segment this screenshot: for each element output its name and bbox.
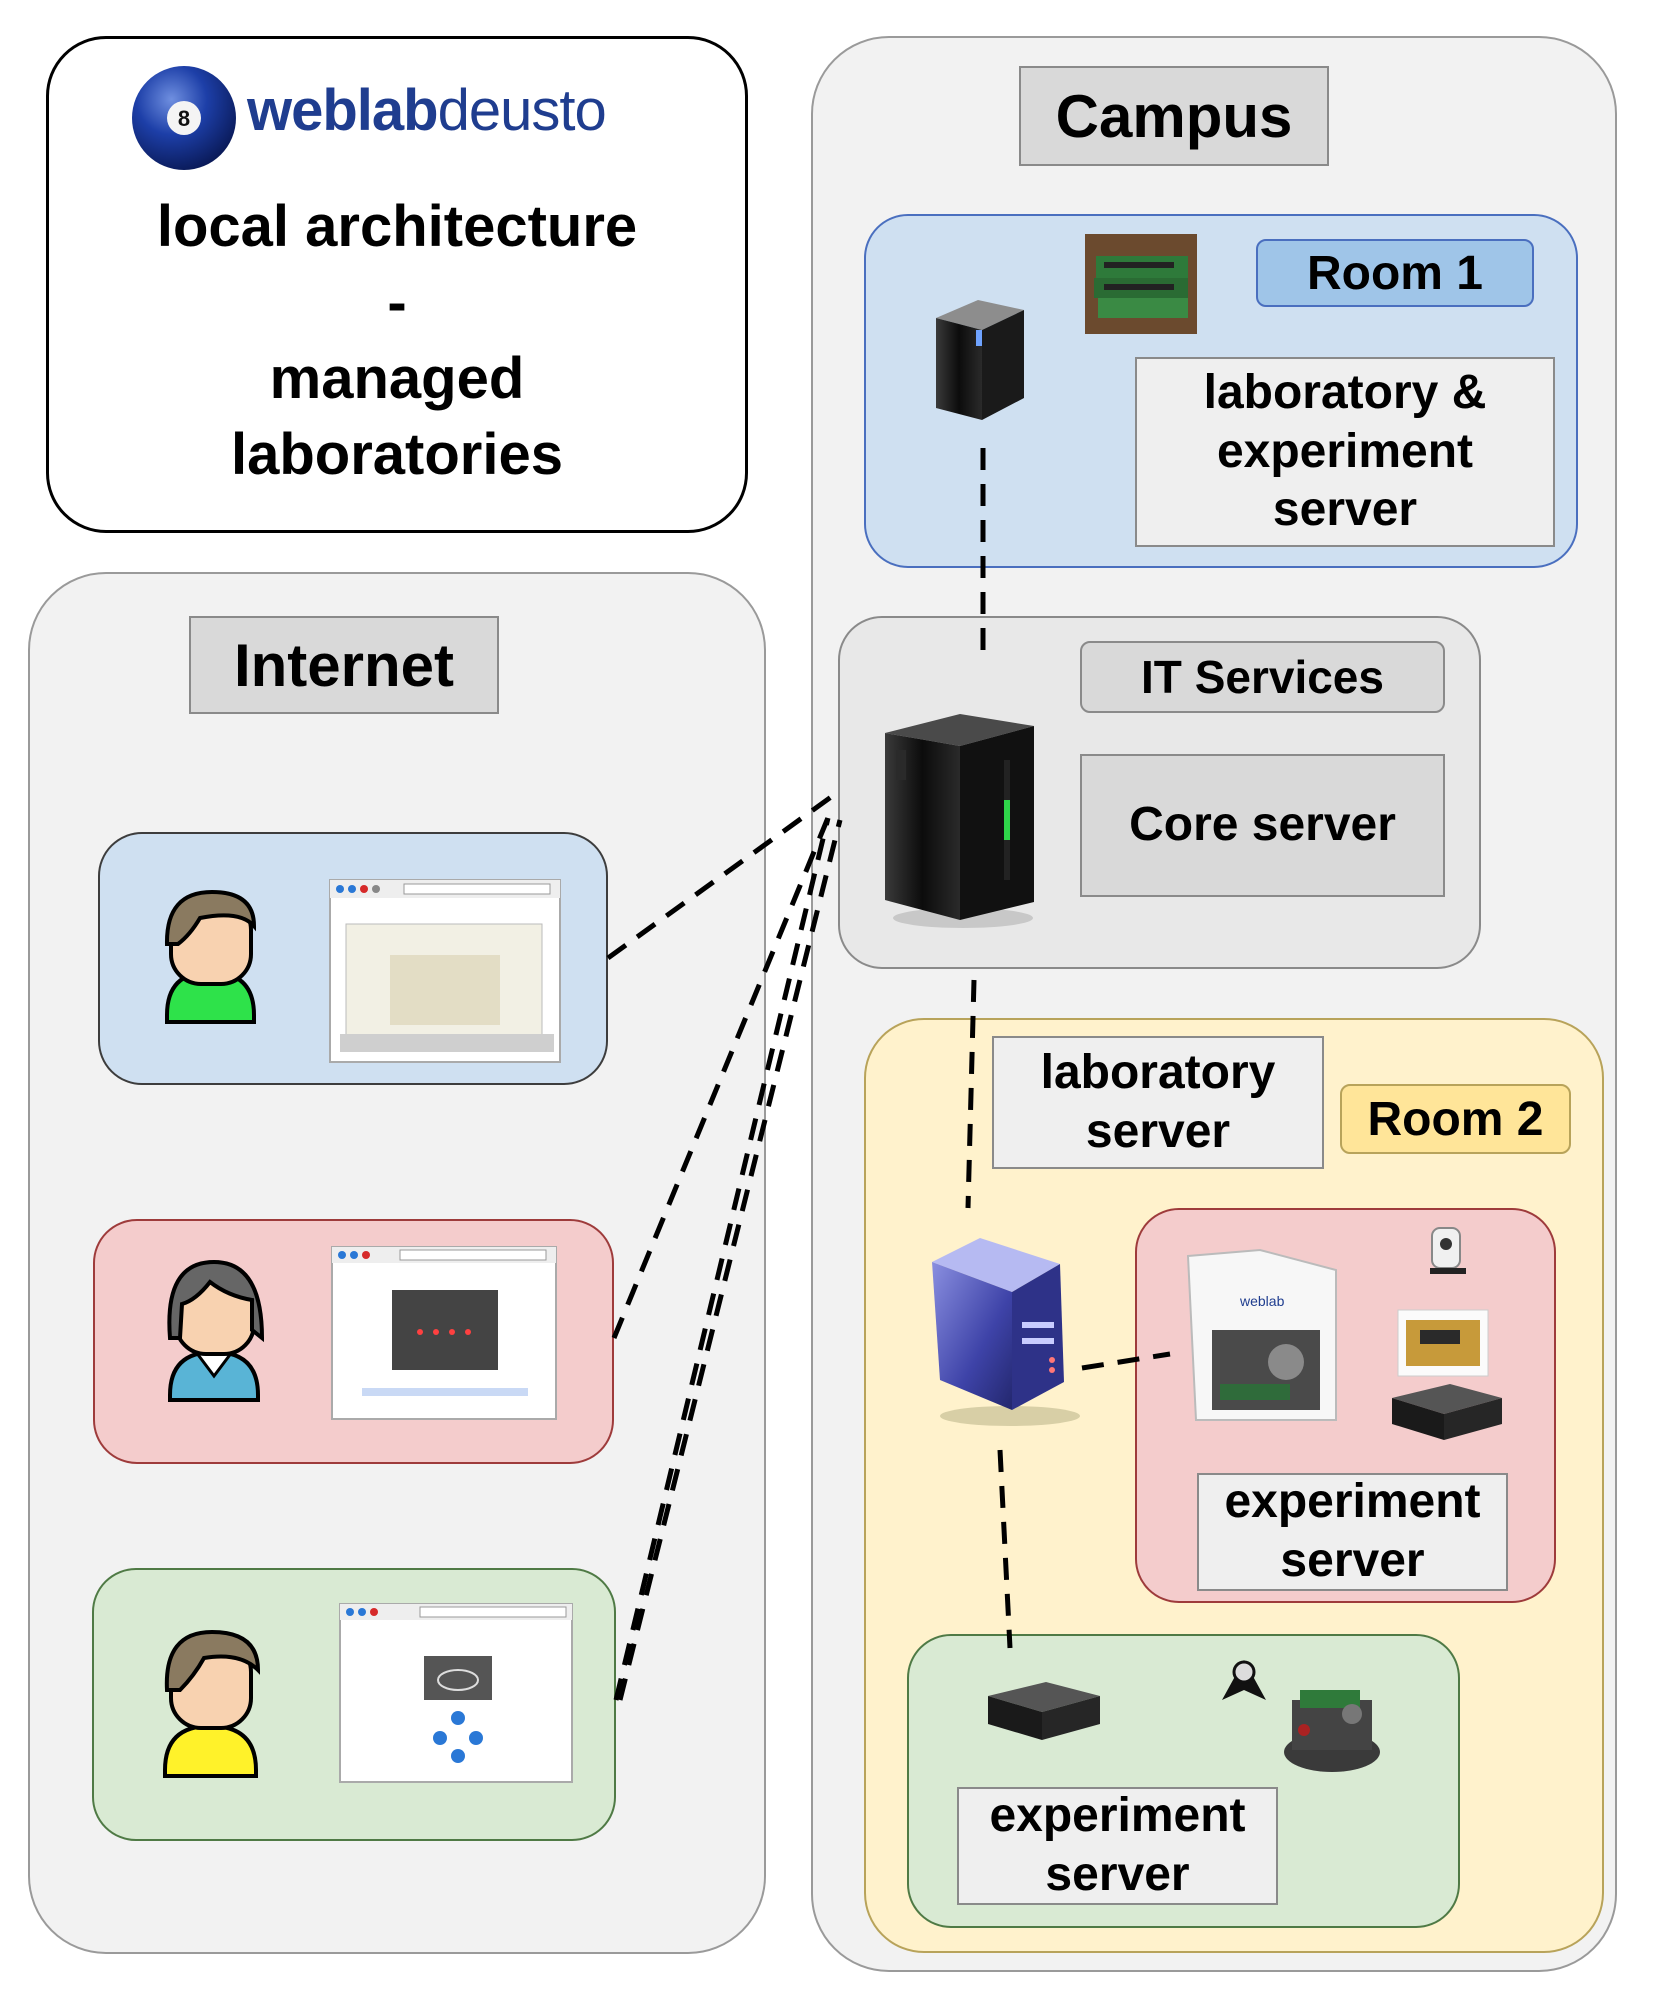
lab-server-label: laboratory server — [992, 1036, 1324, 1169]
tower-server-icon — [936, 300, 1024, 420]
router-box-icon — [1392, 1384, 1502, 1440]
it-services-label: IT Services — [1080, 641, 1445, 713]
camera-icon — [1222, 1660, 1266, 1700]
browser-screenshot-2 — [331, 1246, 557, 1420]
internet-label: Internet — [189, 616, 499, 714]
user-blue-shirt-icon — [167, 1259, 265, 1402]
title-box: 8 weblabdeusto local architecture - mana… — [46, 36, 748, 533]
title-line-1: local architecture — [156, 194, 638, 259]
logo-text-prefix: weblab — [247, 78, 439, 143]
link-labserver-exp-a — [1081, 1351, 1171, 1371]
link-labserver-exp-b — [997, 1449, 1013, 1649]
eight-ball-icon: 8 — [132, 66, 236, 170]
user-yellow-shirt-icon — [163, 1629, 261, 1778]
room2-label: Room 2 — [1340, 1084, 1571, 1154]
fpga-board-photo — [1085, 234, 1197, 334]
robot-photo — [1284, 1690, 1380, 1772]
link-user2-core — [611, 807, 835, 1339]
svg-text:weblab: weblab — [1239, 1293, 1285, 1309]
user-green-shirt-icon — [164, 889, 257, 1024]
experiment-server-a-label: experiment server — [1197, 1473, 1508, 1591]
router-box-icon — [988, 1682, 1100, 1740]
title-line-2: - — [387, 270, 407, 335]
link-user3-core-a — [613, 817, 831, 1701]
logo-wordmark: weblabdeusto — [247, 77, 607, 144]
diagram-title: local architecture - managed laboratorie… — [49, 189, 745, 493]
weblab-box-photo: weblab — [1186, 1248, 1337, 1421]
link-user1-core — [606, 789, 840, 961]
pic-board-photo — [1397, 1309, 1489, 1377]
campus-label: Campus — [1019, 66, 1329, 166]
browser-screenshot-1 — [329, 879, 561, 1063]
core-server-label: Core server — [1080, 754, 1445, 897]
link-user3-core-b — [617, 819, 843, 1701]
experiment-server-b-label: experiment server — [957, 1787, 1278, 1905]
logo: 8 weblabdeusto — [129, 63, 649, 173]
title-line-4: laboratories — [231, 422, 563, 487]
title-line-3: managed — [269, 346, 525, 411]
link-core-labserver — [965, 979, 977, 1209]
purple-server-icon — [932, 1238, 1080, 1426]
webcam-icon — [1430, 1227, 1466, 1274]
svg-text:8: 8 — [178, 106, 190, 131]
connector-lines — [606, 448, 1171, 1701]
room1-server-label: laboratory & experiment server — [1135, 357, 1555, 547]
black-server-icon — [885, 714, 1034, 928]
logo-text-suffix: deusto — [437, 78, 607, 143]
room1-label: Room 1 — [1256, 239, 1534, 307]
browser-screenshot-3 — [339, 1603, 573, 1783]
